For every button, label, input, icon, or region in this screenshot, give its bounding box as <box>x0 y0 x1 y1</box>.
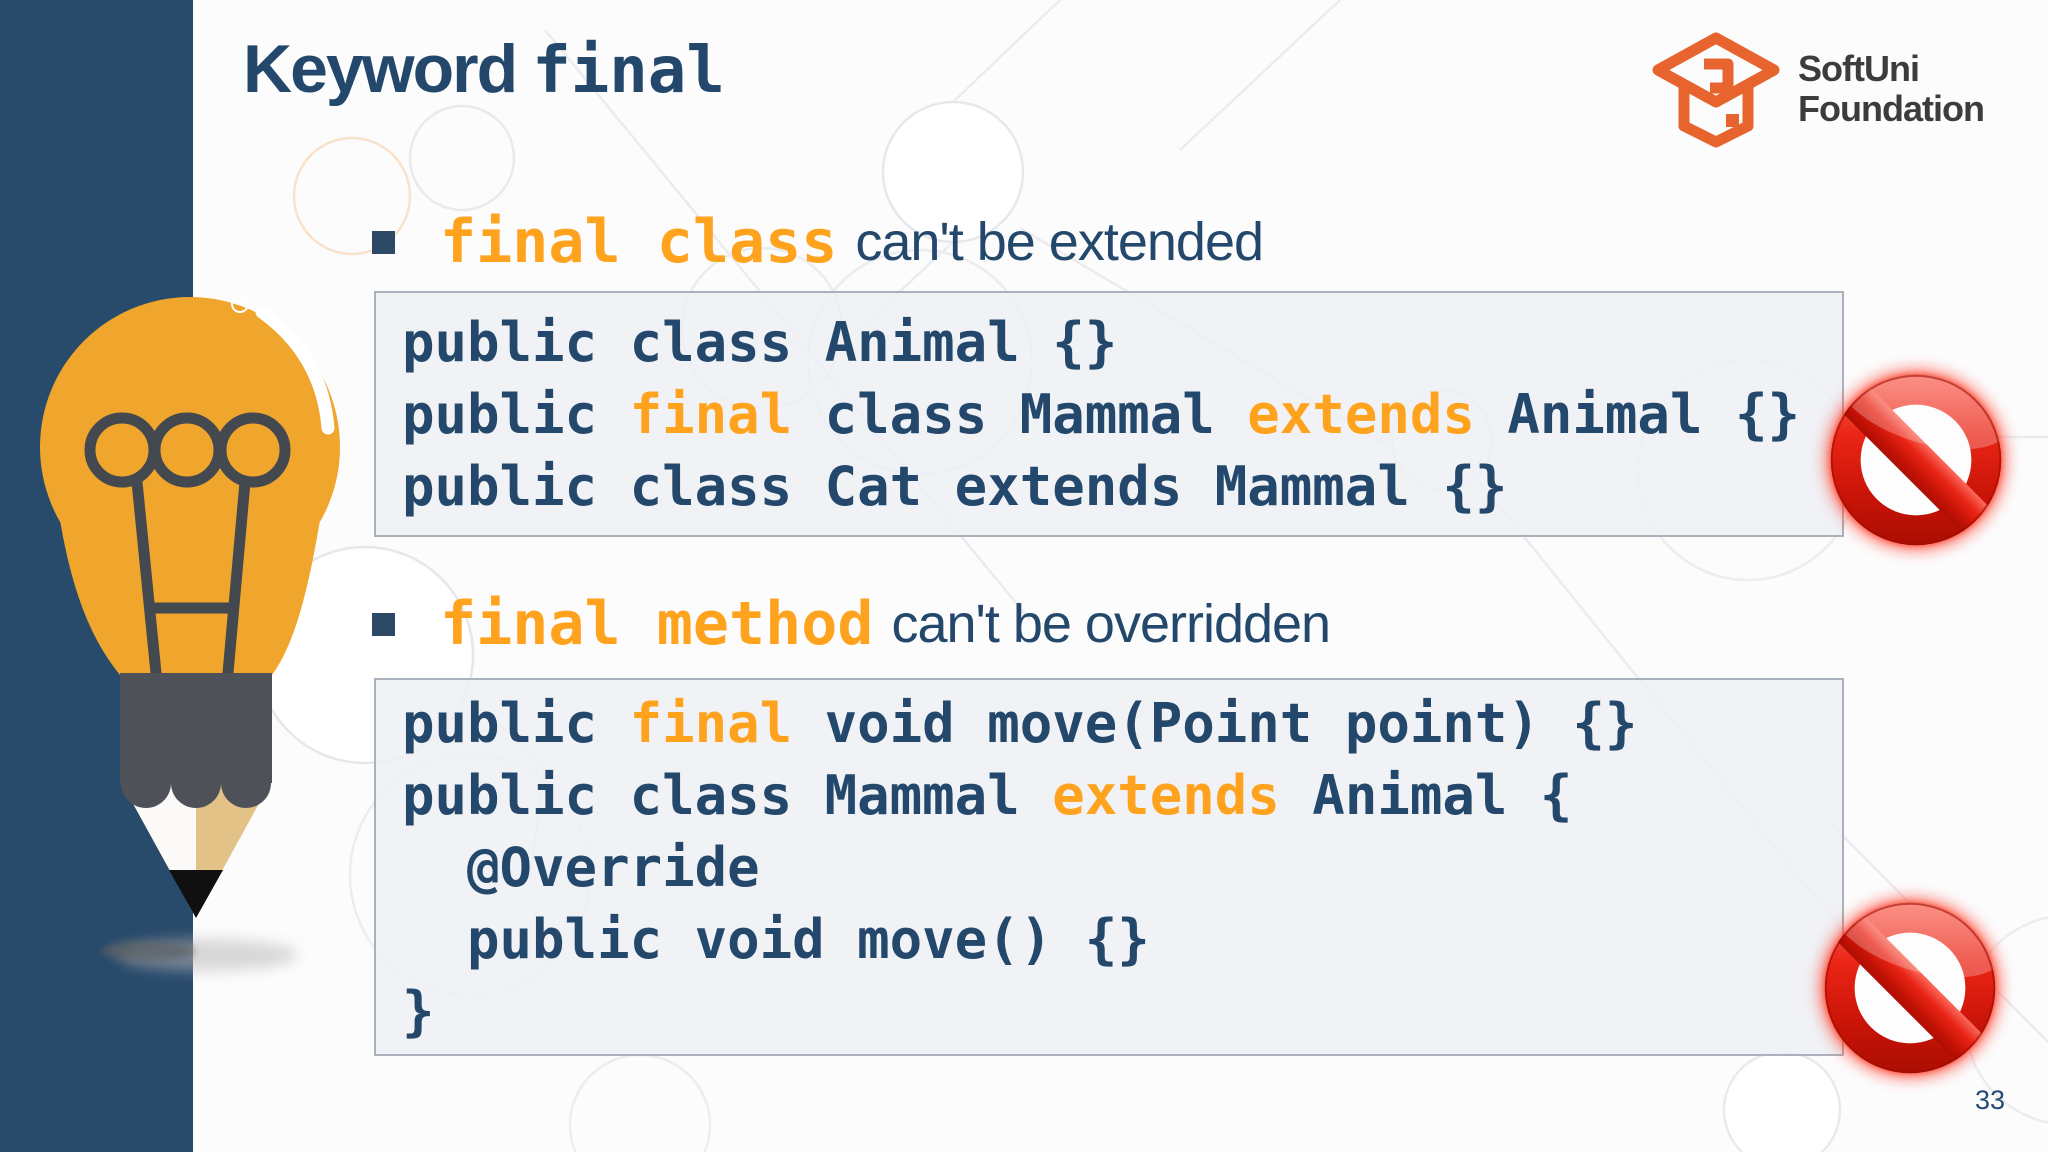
code-line: public class Animal {} <box>402 311 1118 374</box>
graduation-cap-icon <box>1652 32 1780 148</box>
code-line: public class Mammal extends Animal { <box>402 764 1573 827</box>
pencil-shadow-dark <box>102 941 194 961</box>
title-keyword: Keyword <box>243 31 518 107</box>
title-final-code: final <box>532 34 725 108</box>
code-line: public final void move(Point point) {} <box>402 692 1638 755</box>
logo-line1: SoftUni <box>1798 48 1920 89</box>
logo-line2: Foundation <box>1798 88 1985 129</box>
bullet-plain-text: can't be extended <box>855 212 1264 272</box>
pencil-ferrule <box>120 673 272 808</box>
code-line: public final class Mammal extends Animal… <box>402 383 1800 446</box>
no-sign-icon <box>1824 902 1996 1074</box>
bullet-square-icon <box>372 612 395 636</box>
bullet-final-method: final method can't be overridden <box>372 578 1331 670</box>
pencil-tip <box>120 780 272 918</box>
no-sign-icon <box>1830 374 2002 546</box>
bullet-code-text: final class <box>440 207 838 277</box>
page-number: 33 <box>1975 1085 2006 1115</box>
softuni-foundation-logo: SoftUni Foundation <box>1652 30 1985 148</box>
code-line: public void move() {} <box>402 908 1150 971</box>
bulb-filament <box>84 412 291 679</box>
code-block-final-class: public class Animal {} public final class… <box>374 291 1844 537</box>
logo-text: SoftUni Foundation <box>1798 48 1985 129</box>
code-line: } <box>402 980 435 1043</box>
bulb-body <box>40 297 340 675</box>
bulb-highlight <box>231 295 335 435</box>
lightbulb-pencil-icon <box>40 295 340 971</box>
bullet-code-text: final method <box>440 589 874 659</box>
code-line: @Override <box>402 836 760 899</box>
bullet-plain-text: can't be overridden <box>891 594 1331 654</box>
code-line: public class Cat extends Mammal {} <box>402 455 1508 518</box>
bullet-square-icon <box>372 230 395 254</box>
code-block-final-method: public final void move(Point point) {} pu… <box>374 678 1844 1056</box>
tassel <box>1726 114 1739 127</box>
bullet-final-class: final class can't be extended <box>372 196 1264 288</box>
